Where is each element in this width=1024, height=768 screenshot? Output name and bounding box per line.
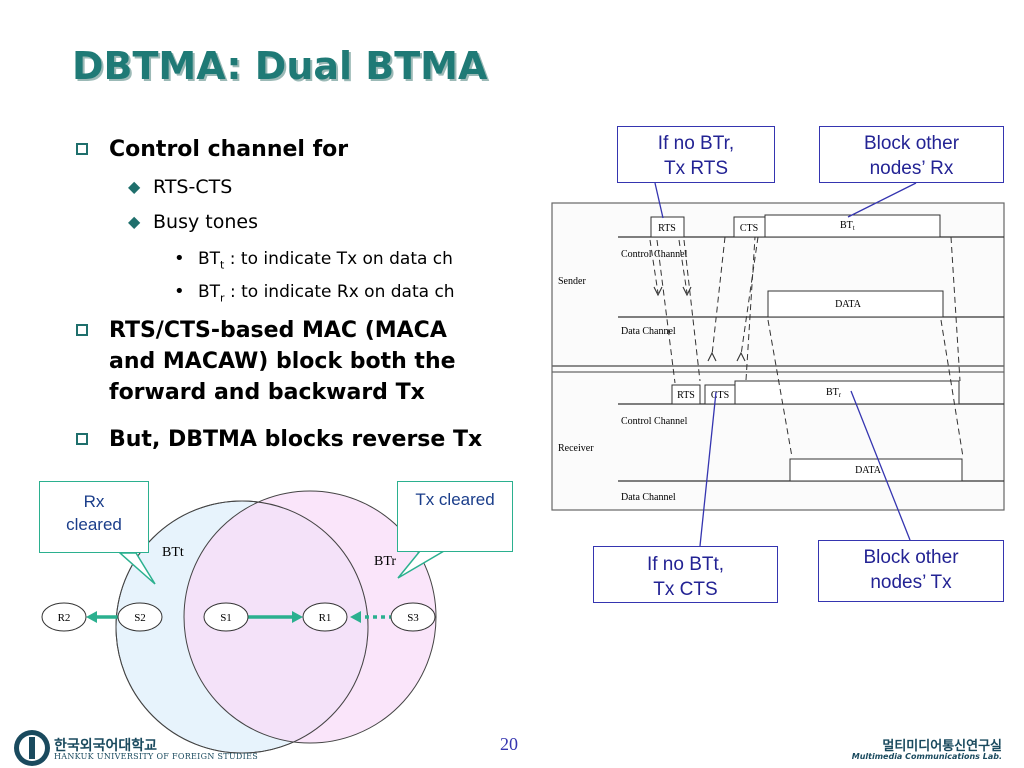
receiver-data-channel-label: Data Channel [621, 492, 676, 503]
university-logo-icon [14, 730, 50, 766]
node-s3: S3 [390, 602, 436, 632]
sender-control-channel-label: Control Channel [621, 249, 688, 260]
arrow-heads [653, 286, 746, 362]
btt-outline [115, 500, 369, 754]
receiver-btr-label: BTr [826, 387, 842, 399]
bullet-btr: • BTr : to indicate Rx on data ch [174, 281, 455, 305]
bullet-rts-cts: ◆ RTS-CTS [128, 176, 233, 198]
bullet-btt: • BTt : to indicate Tx on data ch [174, 248, 453, 272]
footer-university-korean: 한국외국어대학교 [54, 738, 158, 754]
dot-bullet-icon: • [174, 281, 185, 302]
diamond-bullet-icon: ◆ [128, 177, 141, 196]
btt-label: BTt [162, 545, 184, 560]
svg-text:R1: R1 [319, 612, 332, 624]
receiver-data-box [789, 458, 963, 482]
page-number: 20 [500, 734, 518, 754]
checkbox-bullet-icon [76, 143, 88, 155]
callout-pointers [654, 182, 917, 547]
diamond-bullet-icon: ◆ [128, 212, 141, 231]
s1-to-r1-arrow [248, 611, 303, 623]
s2-to-r2-arrow [86, 611, 118, 623]
slide-title: DBTMA: Dual BTMA [72, 44, 488, 88]
callout-block-other-rx: Block other nodes’ Rx [819, 126, 1004, 183]
callout-if-no-btt: If no BTt, Tx CTS [593, 546, 778, 603]
sender-label: Sender [558, 276, 586, 287]
bullet-rts-cts-mac: RTS/CTS-based MAC (MACA and MACAW) block… [76, 315, 456, 408]
sender-cts-label: CTS [740, 223, 758, 234]
callout-block-other-tx: Block other nodes’ Tx [818, 540, 1004, 602]
callout-tx-cleared: Tx cleared [397, 481, 513, 552]
checkbox-bullet-icon [76, 433, 88, 445]
footer-university-english: HANKUK UNIVERSITY OF FOREIGN STUDIES [54, 752, 259, 761]
rx-cleared-pointer [118, 552, 156, 585]
footer-lab-english: Multimedia Communications Lab. [851, 752, 1002, 761]
sender-data-box [767, 290, 944, 318]
sender-data-label: DATA [835, 299, 862, 310]
btr-label: BTr [374, 554, 396, 569]
node-s2: S2 [117, 602, 163, 632]
node-r2: R2 [41, 602, 87, 632]
svg-text:S1: S1 [220, 612, 232, 624]
svg-text:S2: S2 [134, 612, 146, 624]
signal-arrows [649, 236, 964, 458]
sender-btt-label: BTt [840, 220, 855, 232]
node-s1: S1 [203, 602, 249, 632]
svg-text:R2: R2 [58, 612, 71, 624]
receiver-rts-box [671, 384, 701, 405]
node-r1: R1 [302, 602, 348, 632]
bullet-dbtma-reverse: But, DBTMA blocks reverse Tx [76, 424, 482, 455]
sender-rts-label: RTS [658, 223, 676, 234]
receiver-btr-box [734, 380, 960, 405]
s3-to-r1-dotted-arrow [350, 611, 393, 623]
receiver-rts-label: RTS [677, 390, 695, 401]
callout-rx-cleared: Rx cleared [39, 481, 149, 553]
dot-bullet-icon: • [174, 248, 185, 269]
receiver-control-channel-label: Control Channel [621, 416, 688, 427]
bullet-control-channel: Control channel for [76, 134, 348, 165]
sender-data-channel-label: Data Channel [621, 326, 676, 337]
receiver-label: Receiver [558, 443, 594, 454]
callout-if-no-btr: If no BTr, Tx RTS [617, 126, 775, 183]
svg-text:S3: S3 [407, 612, 419, 624]
receiver-data-label: DATA [855, 465, 882, 476]
checkbox-bullet-icon [76, 324, 88, 336]
footer-lab-korean: 멀티미디어통신연구실 [882, 739, 1002, 754]
bullet-busy-tones: ◆ Busy tones [128, 211, 258, 233]
receiver-cts-label: CTS [711, 390, 729, 401]
sender-rts-box [650, 216, 685, 238]
